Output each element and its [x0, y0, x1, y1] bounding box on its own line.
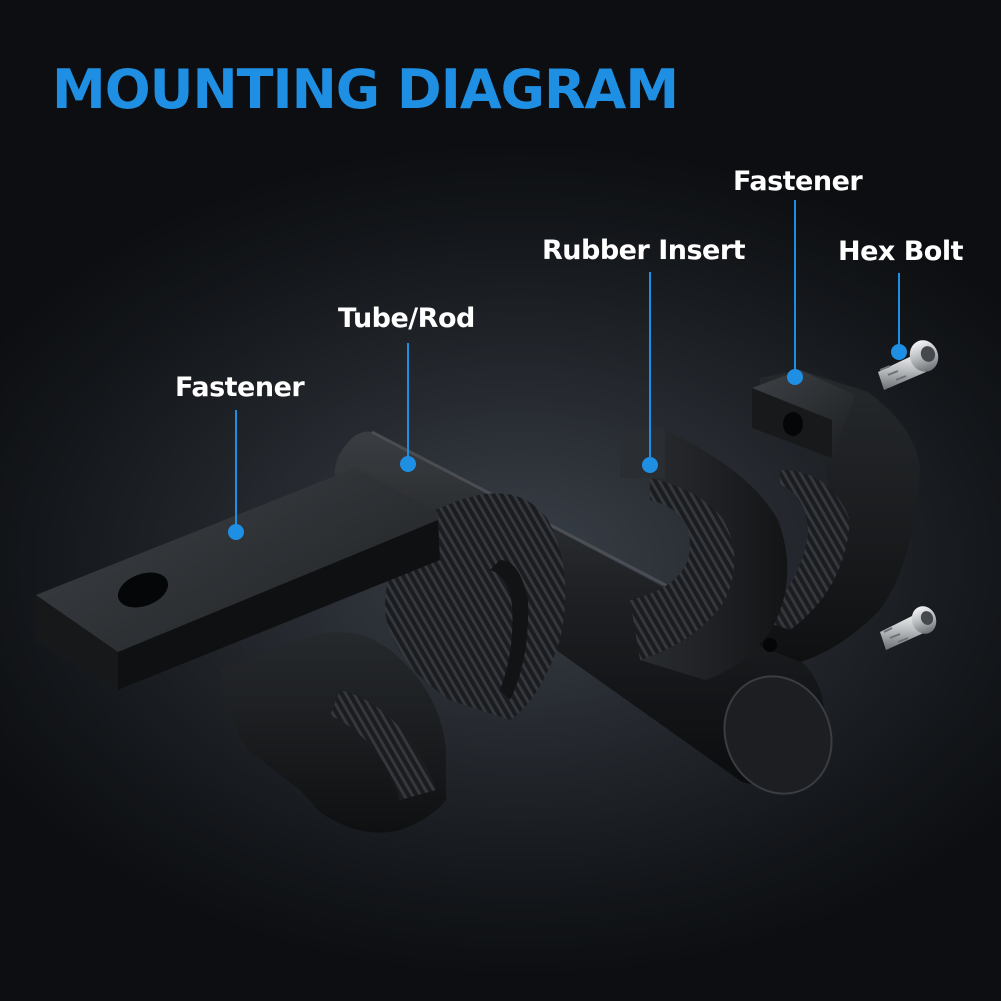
callout-dot-tube-rod — [400, 456, 416, 472]
callout-dot-fastener-right — [787, 369, 803, 385]
label-fastener-right: Fastener — [733, 166, 862, 197]
hex-bolt-top — [878, 336, 943, 390]
label-hex-bolt: Hex Bolt — [838, 236, 963, 267]
callout-dot-hex-bolt — [891, 344, 907, 360]
hex-bolt-bottom — [880, 603, 940, 650]
label-fastener-left: Fastener — [175, 372, 304, 403]
label-tube-rod: Tube/Rod — [338, 303, 475, 334]
callout-dot-fastener-left — [228, 524, 244, 540]
left-fastener-part — [36, 468, 446, 833]
callout-dot-rubber-insert — [642, 457, 658, 473]
label-rubber-insert: Rubber Insert — [542, 235, 745, 266]
